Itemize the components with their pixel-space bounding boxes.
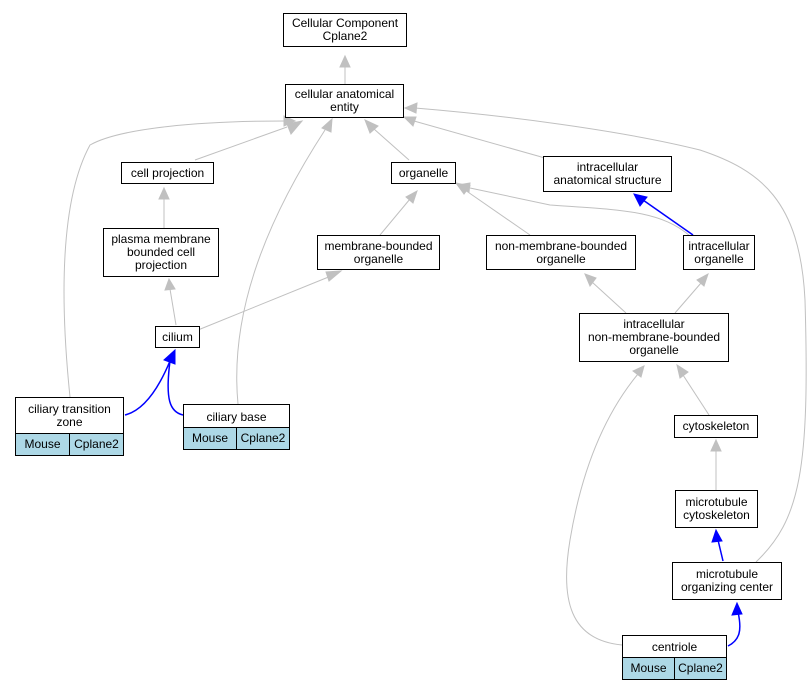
edge-cilium-mbo — [197, 275, 332, 331]
arrow-inmbo-io — [696, 272, 709, 287]
species-tag: Mouse — [623, 658, 674, 679]
edge-io-organelle — [469, 187, 691, 237]
edge-centriole-mtoc — [727, 611, 741, 647]
edge-mtoc-mtc — [717, 539, 724, 562]
arrow-inmbo-nmbo — [584, 273, 597, 287]
arrow-centriole-inmbo — [632, 365, 645, 378]
node-intracellular-non-membrane-bounded-organelle[interactable]: intracellular non-membrane-bounded organ… — [579, 313, 729, 362]
edge-ias-cae — [413, 120, 546, 159]
arrow-io-ias — [633, 193, 648, 207]
arrow-mtoc-cae — [403, 102, 418, 114]
node-organelle[interactable]: organelle — [391, 162, 456, 184]
species-tag: Mouse — [16, 434, 69, 455]
node-label: ciliary base — [206, 409, 267, 424]
arrow-cb-cae — [321, 117, 333, 133]
edge-centriole-inmbo — [566, 373, 639, 646]
node-microtubule-cytoskeleton[interactable]: microtubule cytoskeleton — [675, 490, 758, 528]
arrow-centriole-mtoc — [731, 601, 743, 616]
species-row: Mouse Cplane2 — [184, 427, 289, 449]
node-label: centriole — [651, 640, 698, 654]
arrow-ctz-cilium — [163, 348, 176, 365]
arrow-io-organelle — [456, 182, 471, 193]
arrow-mbo-organelle — [405, 189, 418, 204]
node-non-membrane-bounded-organelle[interactable]: non-membrane-bounded organelle — [486, 235, 636, 270]
node-plasma-membrane-bounded-cell-projection[interactable]: plasma membrane bounded cell projection — [103, 228, 219, 277]
arrow-cytoskeleton-inmbo — [676, 363, 689, 379]
node-intracellular-anatomical-structure[interactable]: intracellular anatomical structure — [543, 156, 672, 192]
edge-nmbo-organelle — [464, 189, 531, 236]
node-cellular-component-cplane2[interactable]: Cellular Component Cplane2 — [283, 13, 407, 47]
arrow-cae-root — [339, 54, 351, 68]
edge-cytoskeleton-inmbo — [682, 374, 710, 416]
edge-inmbo-nmbo — [591, 281, 627, 314]
edge-ctz-cae — [63, 120, 286, 398]
edge-mbo-organelle — [379, 198, 411, 236]
edge-mtoc-cae — [414, 107, 807, 563]
node-membrane-bounded-organelle[interactable]: membrane-bounded organelle — [317, 235, 440, 270]
node-ciliary-transition-zone[interactable]: ciliary transition zone Mouse Cplane2 — [15, 397, 124, 456]
node-label: ciliary transition zone — [28, 402, 111, 429]
edge-cilium-pmbcp — [169, 288, 177, 326]
arrow-mtc-cytoskeleton — [710, 438, 722, 452]
arrow-cellprojection-cae — [286, 120, 304, 135]
arrow-ctz-cae — [283, 115, 297, 127]
node-intracellular-organelle[interactable]: intracellular organelle — [683, 235, 755, 270]
edge-io-ias — [642, 199, 694, 236]
arrow-mtoc-mtc — [711, 528, 723, 543]
arrow-organelle-cae — [364, 119, 379, 134]
edge-cb-cae — [236, 129, 326, 405]
edge-organelle-cae — [373, 128, 410, 161]
species-row: Mouse Cplane2 — [16, 433, 123, 455]
node-microtubule-organizing-center[interactable]: microtubule organizing center — [672, 562, 782, 600]
arrow-cilium-mbo — [325, 270, 343, 282]
node-cellular-anatomical-entity[interactable]: cellular anatomical entity — [285, 84, 404, 118]
node-cilium[interactable]: cilium — [155, 326, 200, 348]
edge-inmbo-io — [674, 282, 702, 314]
arrow-pmbcp-cellprojection — [158, 186, 170, 200]
edge-ctz-cilium — [124, 360, 171, 416]
node-cytoskeleton[interactable]: cytoskeleton — [674, 415, 758, 438]
source-tag: Cplane2 — [236, 428, 289, 449]
node-ciliary-base[interactable]: ciliary base Mouse Cplane2 — [183, 404, 290, 450]
species-row: Mouse Cplane2 — [623, 657, 726, 679]
arrow-cilium-pmbcp — [164, 277, 176, 291]
node-cell-projection[interactable]: cell projection — [121, 162, 214, 184]
edge-cellprojection-cae — [194, 126, 288, 161]
species-tag: Mouse — [184, 428, 236, 449]
source-tag: Cplane2 — [69, 434, 123, 455]
source-tag: Cplane2 — [674, 658, 726, 679]
edge-cb-cilium — [167, 360, 184, 416]
arrow-ias-cae — [402, 116, 417, 127]
node-centriole[interactable]: centriole Mouse Cplane2 — [622, 635, 727, 680]
